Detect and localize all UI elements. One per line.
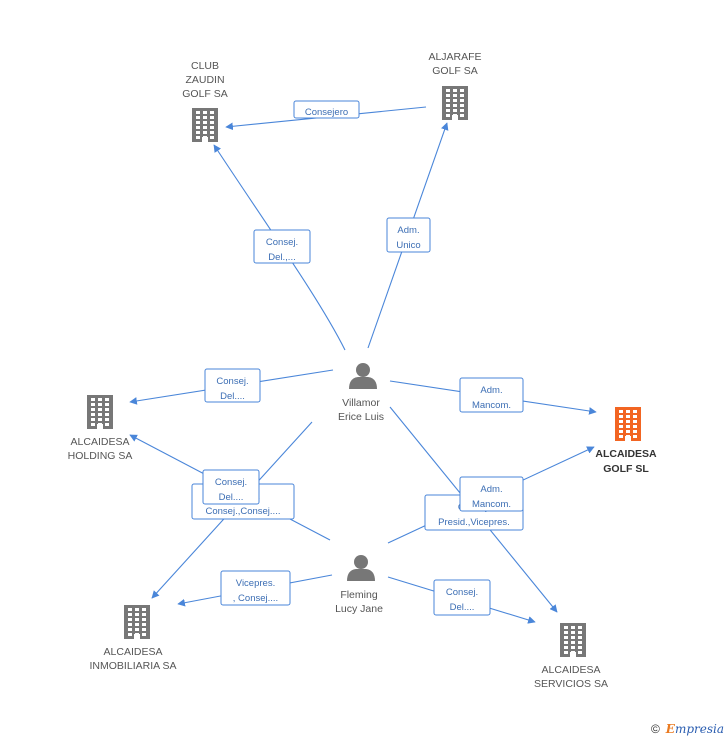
- edge-label-box: [459, 377, 524, 413]
- edge-label-villamor-to-aljarafe[interactable]: Adm. Unico: [386, 217, 431, 253]
- edge-label-box: [433, 579, 491, 616]
- building-icon: [560, 623, 586, 657]
- edge-label-text: Presid.,Vicepres.: [438, 517, 510, 528]
- node-label: Villamor: [342, 397, 380, 409]
- edge-label-text: Adm.: [397, 225, 419, 236]
- node-servicios[interactable]: ALCAIDESA SERVICIOS SA: [534, 623, 608, 690]
- node-label: ALCAIDESA: [104, 646, 163, 658]
- edge-label-box: [202, 469, 260, 505]
- node-label: GOLF SA: [432, 65, 478, 77]
- node-label: HOLDING SA: [68, 450, 133, 462]
- edge-label-text: Mancom.: [472, 400, 511, 411]
- footer-brand: © Empresia: [651, 722, 724, 736]
- building-icon: [87, 395, 113, 429]
- edge-label-text: Consej.: [446, 587, 478, 598]
- edge-label-box: [386, 217, 431, 253]
- edge-label-text: Mancom.: [472, 499, 511, 510]
- node-label: ALCAIDESA: [542, 664, 601, 676]
- node-golf[interactable]: ALCAIDESA GOLF SL: [595, 407, 657, 475]
- node-inmob[interactable]: ALCAIDESA INMOBILIARIA SA: [90, 605, 177, 672]
- edge-label-box: [293, 100, 360, 119]
- node-club[interactable]: CLUB ZAUDIN GOLF SA: [182, 60, 228, 142]
- node-label: ZAUDIN: [185, 74, 224, 86]
- edge-label-text: Adm.: [480, 385, 502, 396]
- node-label: Fleming: [340, 589, 378, 601]
- nodes-layer: CLUB ZAUDIN GOLF SA ALJARAFE GOLF SA ALCAIDES…: [68, 51, 657, 690]
- edge-label-text: , Consej....: [233, 593, 278, 604]
- edge-label-text: Consej.: [216, 376, 248, 387]
- edge-label-text: Consejero: [305, 107, 348, 118]
- edge-labels-layer: ConsejeroConsej.Del.,...Adm.UnicoConsej.…: [191, 100, 524, 616]
- edge-label-text: Consej.: [266, 237, 298, 248]
- edge-label-text: Del....: [450, 602, 475, 613]
- building-icon: [442, 86, 468, 120]
- brand-logo-text: mpresia: [674, 722, 724, 736]
- edge-label-fleming-to-golf[interactable]: Adm. Mancom.: [459, 476, 524, 512]
- building-icon: [124, 605, 150, 639]
- node-label: CLUB: [191, 60, 219, 72]
- building-icon: [192, 108, 218, 142]
- person-icon: [349, 363, 377, 389]
- edge-label-text: Del.,...: [268, 252, 295, 263]
- node-label: Lucy Jane: [335, 603, 383, 615]
- edge-label-box: [459, 476, 524, 512]
- edge-label-text: Adm.: [480, 484, 502, 495]
- edge-label-fleming-to-inmob[interactable]: Vicepres. , Consej....: [220, 570, 291, 606]
- edge-label-aljarafe-to-club[interactable]: Consejero: [293, 100, 360, 119]
- edge-label-box: [204, 368, 261, 403]
- node-label: ALCAIDESA: [71, 436, 130, 448]
- node-label: INMOBILIARIA SA: [90, 660, 177, 672]
- edge-label-box: [220, 570, 291, 606]
- copyright-symbol: ©: [650, 722, 660, 736]
- edge-label-text: Consej.,Consej....: [206, 506, 281, 517]
- edge-label-box: [253, 229, 311, 264]
- node-label: SERVICIOS SA: [534, 678, 608, 690]
- node-label: ALCAIDESA: [595, 448, 657, 460]
- brand-logo-e: E: [665, 722, 675, 736]
- edge-label-text: Del....: [219, 492, 244, 503]
- node-label: Erice Luis: [338, 411, 384, 423]
- edge-label-fleming-to-holding[interactable]: Consej. Del....: [202, 469, 260, 505]
- edge-label-villamor-to-club[interactable]: Consej. Del.,...: [253, 229, 311, 264]
- edge-label-text: Del....: [220, 391, 245, 402]
- node-label: ALJARAFE: [428, 51, 481, 63]
- edge-label-fleming-to-servicios[interactable]: Consej. Del....: [433, 579, 491, 616]
- edge-label-text: Vicepres.: [236, 578, 275, 589]
- edge-label-text: Unico: [396, 240, 420, 251]
- edge-label-text: Consej.: [215, 477, 247, 488]
- node-holding[interactable]: ALCAIDESA HOLDING SA: [68, 395, 133, 462]
- edge-label-villamor-to-golf[interactable]: Adm. Mancom.: [459, 377, 524, 413]
- node-aljarafe[interactable]: ALJARAFE GOLF SA: [428, 51, 482, 120]
- node-label: GOLF SA: [182, 88, 228, 100]
- person-icon: [347, 555, 375, 581]
- building-icon: [615, 407, 641, 441]
- node-label: GOLF SL: [603, 463, 649, 475]
- edge-label-villamor-to-holding[interactable]: Consej. Del....: [204, 368, 261, 403]
